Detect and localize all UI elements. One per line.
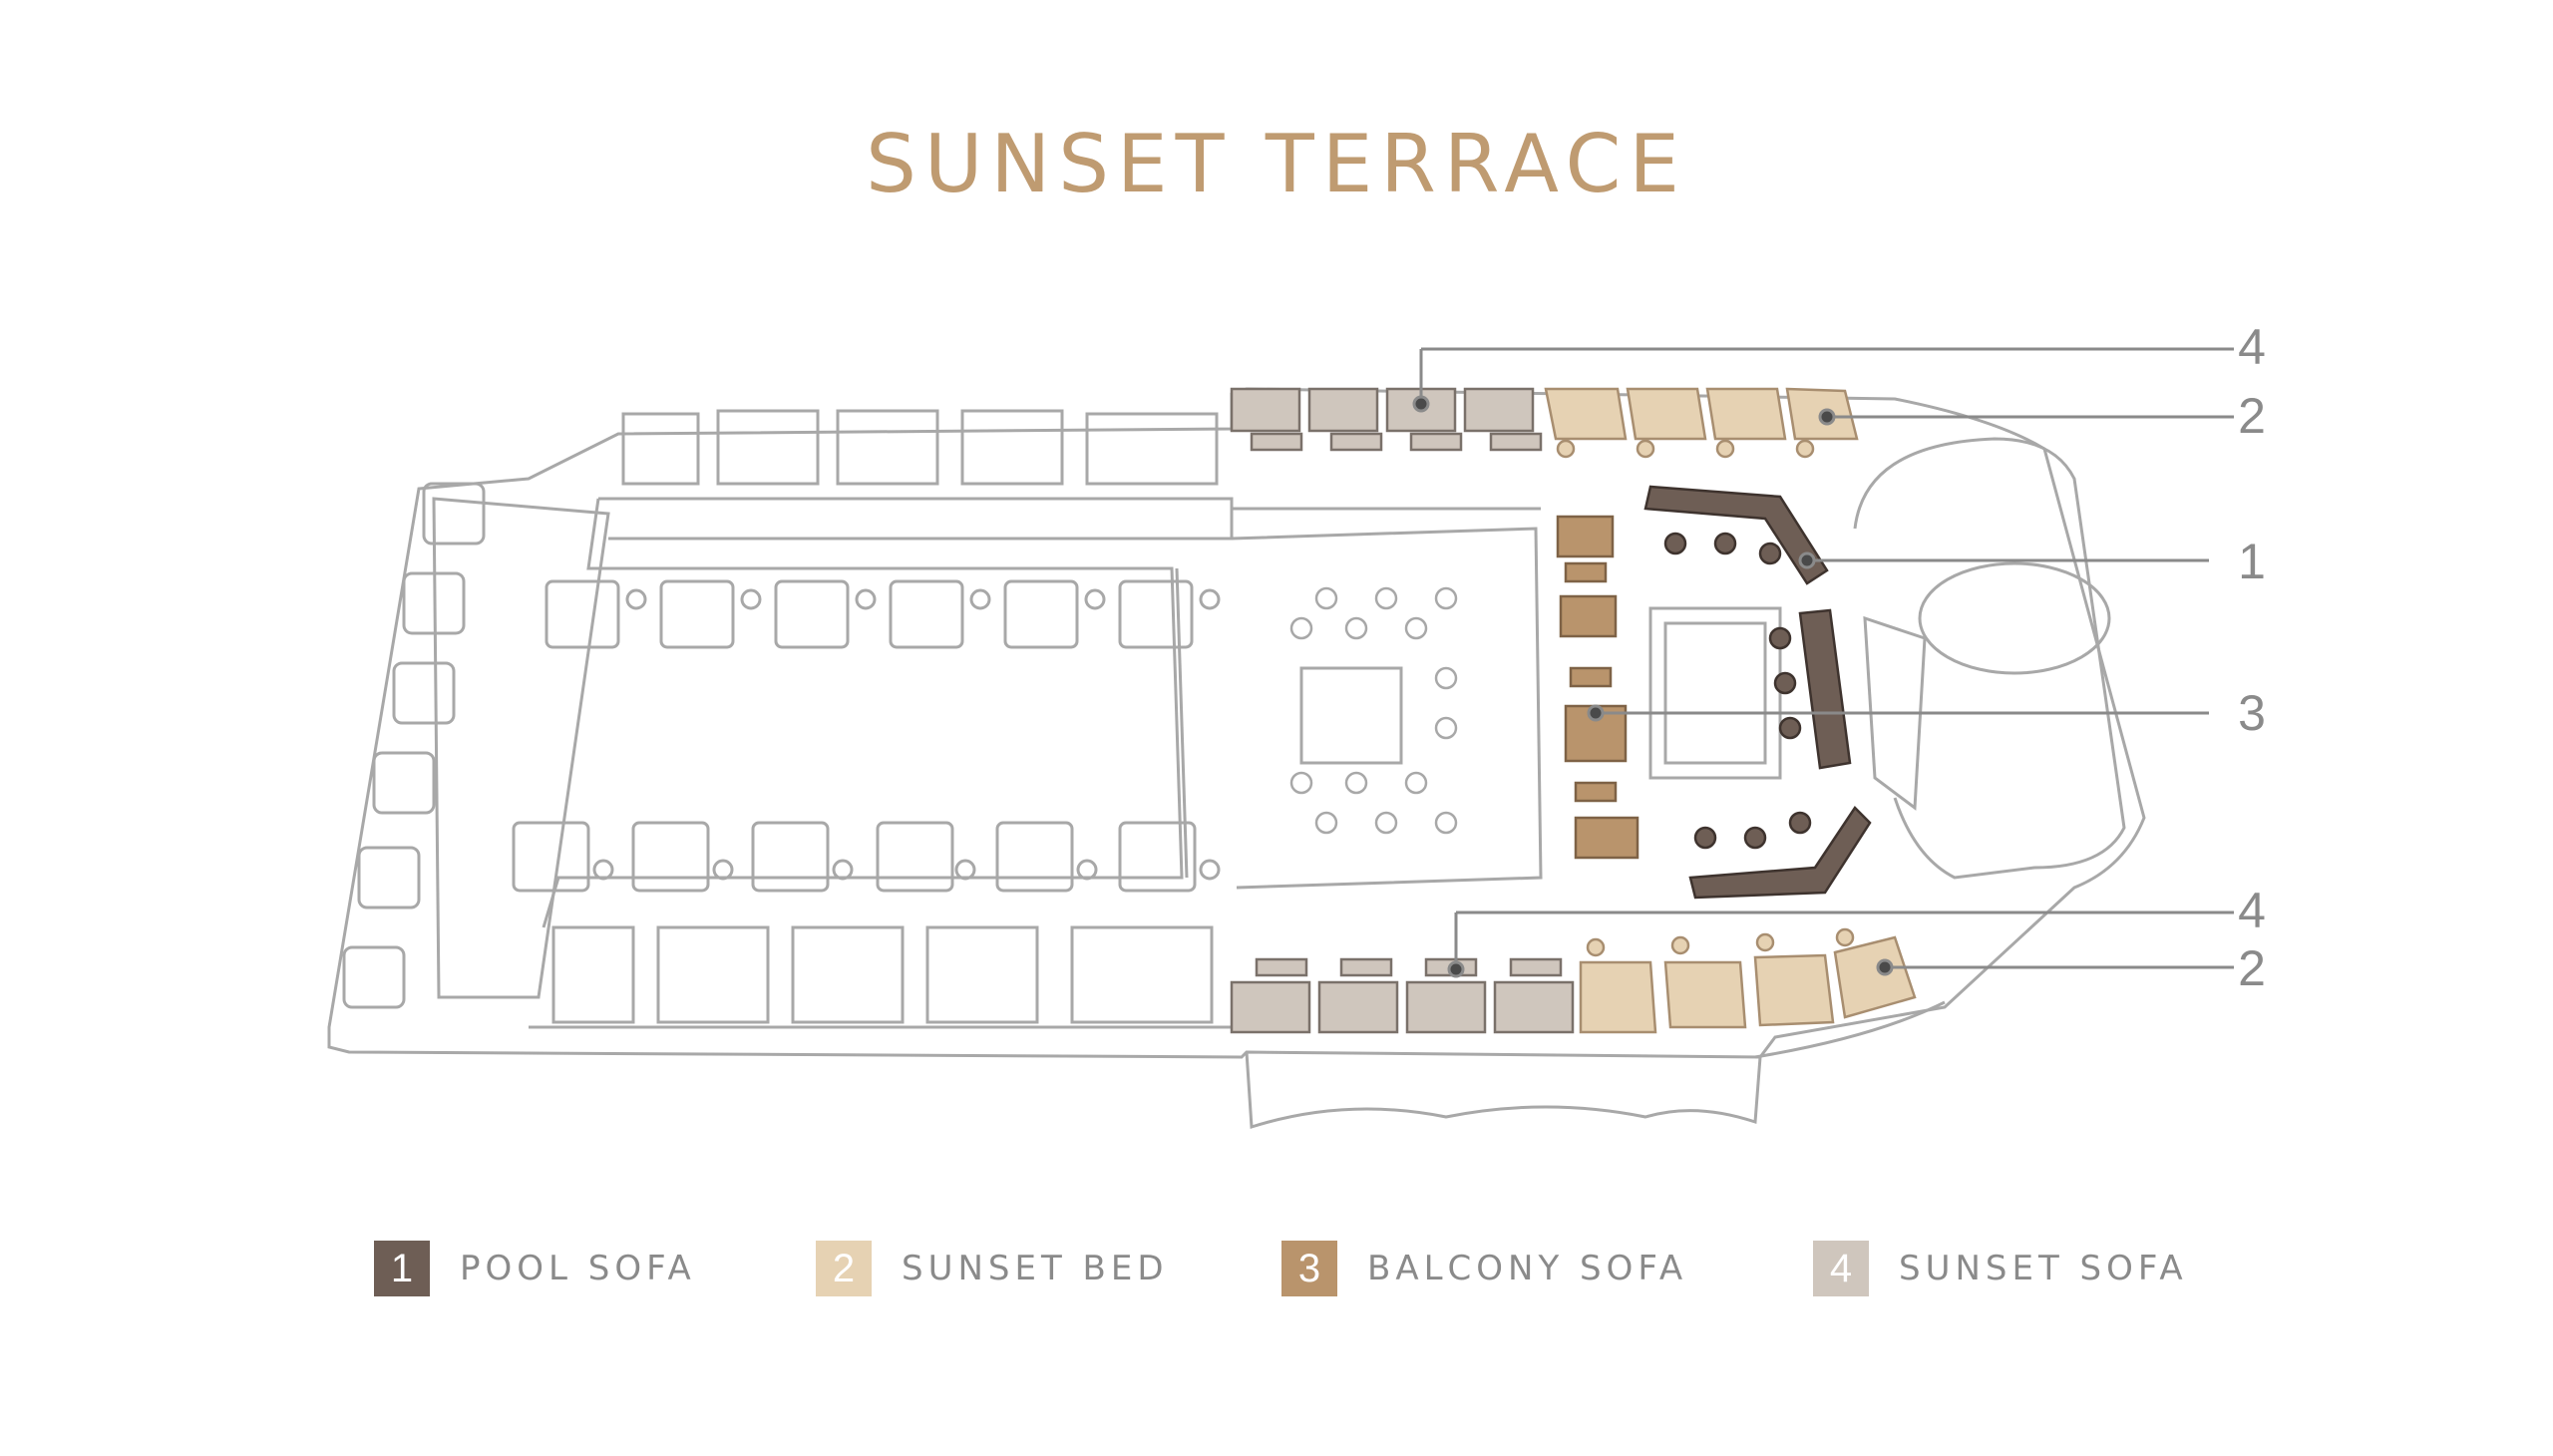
page-title: SUNSET TERRACE bbox=[866, 118, 1687, 210]
sunset-beds-top bbox=[1544, 387, 1859, 459]
legend-label: SUNSET SOFA bbox=[1899, 1249, 2188, 1288]
legend-swatch: 1 bbox=[374, 1241, 430, 1296]
legend-label: BALCONY SOFA bbox=[1367, 1249, 1688, 1288]
sunset-sofas-top bbox=[1230, 387, 1543, 452]
bar-counter bbox=[1299, 666, 1403, 765]
sunset-sofas-bottom bbox=[1230, 957, 1575, 1034]
bar-stools bbox=[1289, 586, 1458, 835]
legend-swatch: 3 bbox=[1281, 1241, 1337, 1296]
callout-leaders bbox=[1412, 347, 2234, 978]
legend-label: POOL SOFA bbox=[460, 1249, 696, 1288]
legend-item-sunset-bed: 2 SUNSET BED bbox=[816, 1240, 1169, 1297]
pool-outline bbox=[542, 498, 1184, 928]
callout-number: 4 bbox=[2238, 319, 2266, 375]
balcony-sofas bbox=[1556, 515, 1640, 860]
legend-swatch: 2 bbox=[816, 1241, 872, 1296]
legend-label: SUNSET BED bbox=[902, 1249, 1169, 1288]
callout-number: 1 bbox=[2238, 534, 2266, 589]
pool-sofas bbox=[1643, 485, 1872, 900]
callout-number: 4 bbox=[2238, 883, 2266, 938]
legend-swatch: 4 bbox=[1813, 1241, 1869, 1296]
callout-number: 3 bbox=[2238, 685, 2266, 741]
callout-number: 2 bbox=[2238, 388, 2266, 444]
sunset-beds-bottom bbox=[1579, 927, 1917, 1034]
legend-item-sunset-sofa: 4 SUNSET SOFA bbox=[1813, 1240, 2188, 1297]
legend-item-balcony-sofa: 3 BALCONY SOFA bbox=[1281, 1240, 1687, 1297]
legend-item-pool-sofa: 1 POOL SOFA bbox=[374, 1240, 696, 1297]
callout-number: 2 bbox=[2238, 940, 2266, 996]
